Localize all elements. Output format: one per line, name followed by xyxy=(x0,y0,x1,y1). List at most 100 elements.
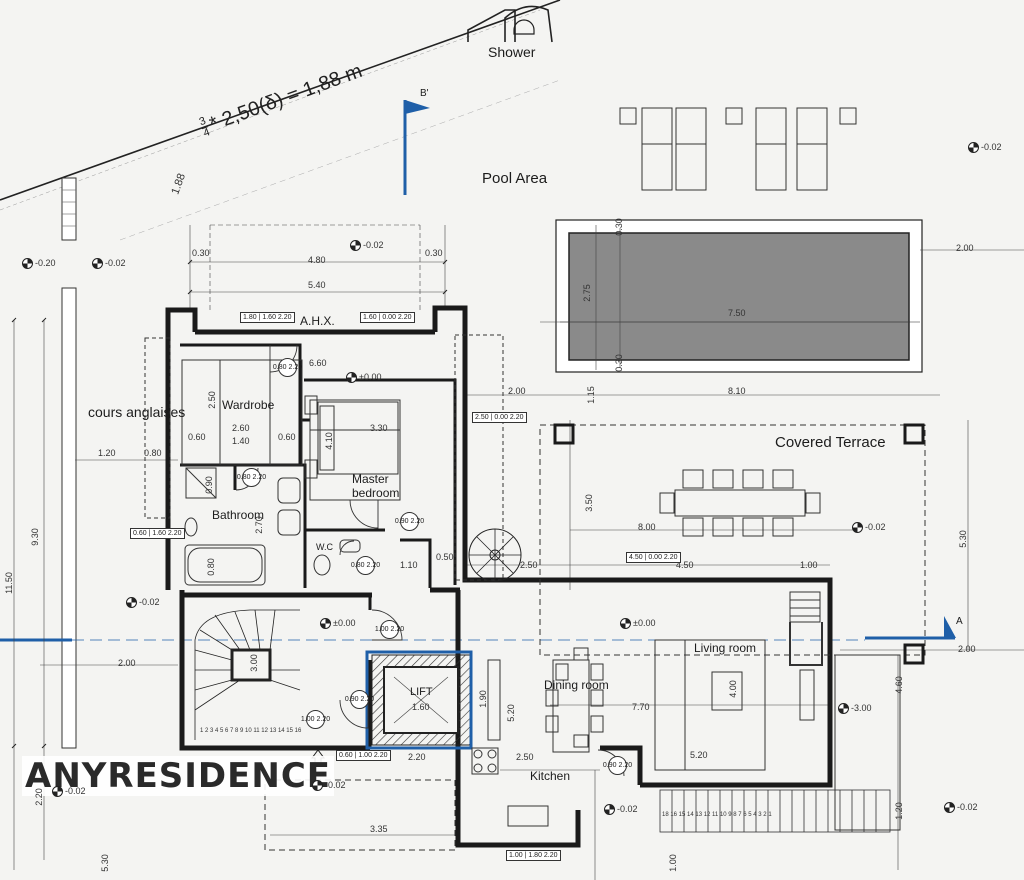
dim-label: 4.10 xyxy=(323,432,334,450)
dim-label: 0.30 xyxy=(425,248,443,258)
level-marker: -0.02 xyxy=(968,142,1002,153)
dim-label: 2.00 xyxy=(118,658,136,668)
bathroom-fixtures xyxy=(184,467,361,586)
level-marker: -0.02 xyxy=(604,804,638,815)
window-tag: 1.80 | 1.60 2.20 xyxy=(240,312,295,323)
property-boundary xyxy=(0,0,561,201)
door-tag: 0.90 2.20 xyxy=(345,690,374,709)
swimming-pool xyxy=(555,219,923,373)
room-label-ahx: A.H.X. xyxy=(300,314,335,328)
dimension-lines xyxy=(13,224,1024,880)
dim-label: 0.80 xyxy=(205,558,216,576)
room-label-wardrobe: Wardrobe xyxy=(222,398,275,412)
level-marker: -0.20 xyxy=(22,258,56,269)
terrace-columns xyxy=(553,423,925,665)
stair-step-numbers: 1 2 3 4 5 6 7 8 9 10 11 12 13 14 15 16 xyxy=(200,728,302,734)
thin-partitions xyxy=(144,334,926,851)
dim-label: 1.15 xyxy=(585,386,596,404)
dim-label: 2.75 xyxy=(581,284,592,302)
window-tag: 4.50 | 0.00 2.20 xyxy=(626,552,681,563)
dim-label: 1.20 xyxy=(98,448,116,458)
terrace-dining-table xyxy=(659,469,821,537)
section-label-a: A xyxy=(956,616,963,627)
level-marker: -0.02 xyxy=(852,522,886,533)
dim-label: 0.30 xyxy=(613,218,624,236)
dim-label: 1.40 xyxy=(232,436,250,446)
room-label-cours-anglaises: cours anglaises xyxy=(88,404,186,420)
dim-label: 2.20 xyxy=(408,752,426,762)
level-marker: ±0.00 xyxy=(620,618,655,629)
window-tag: 1.60 | 0.00 2.20 xyxy=(360,312,415,323)
door-tag: 1.00 2.20 xyxy=(301,710,330,729)
spiral-stair xyxy=(468,528,522,582)
window-tag: 1.00 | 1.80 2.20 xyxy=(506,850,561,861)
dim-label: 5.20 xyxy=(505,704,516,722)
door-tag: 0.90 2.20 xyxy=(603,756,632,775)
stair-step-numbers-exterior: 18 16 15 14 13 12 11 10 9 8 7 6 5 4 3 2 … xyxy=(662,812,772,818)
main-staircase xyxy=(194,609,301,740)
dim-label: 0.80 xyxy=(144,448,162,458)
door-tag: 1.00 2.20 xyxy=(375,620,404,639)
dim-label: 1.00 xyxy=(667,854,678,872)
dim-label: 2.00 xyxy=(508,386,526,396)
dim-label: 6.60 xyxy=(309,358,327,368)
section-marker-a xyxy=(0,616,956,642)
dim-label: 0.60 xyxy=(278,432,296,442)
dim-label: 1.00 xyxy=(800,560,818,570)
dim-label: 1.90 xyxy=(477,690,488,708)
dim-label: 4.60 xyxy=(893,676,904,694)
dim-label: 1.10 xyxy=(400,560,418,570)
dim-label: 2.50 xyxy=(520,560,538,570)
dim-label: 1.60 xyxy=(412,702,430,712)
dim-label: 8.00 xyxy=(638,522,656,532)
window-tag: 2.50 | 0.00 2.20 xyxy=(472,412,527,423)
level-marker: ±0.00 xyxy=(346,372,381,383)
dim-label: 2.00 xyxy=(958,644,976,654)
retaining-wall xyxy=(61,177,77,749)
door-tag: 0.80 2.20 xyxy=(273,358,302,377)
exterior-stairs xyxy=(659,789,891,833)
room-label-shower: Shower xyxy=(488,44,536,60)
room-label-living-room: Living room xyxy=(694,641,757,655)
dim-label: 0.30 xyxy=(192,248,210,258)
section-label-b: B' xyxy=(420,88,429,99)
room-label-master-bedroom: Master bedroom xyxy=(352,472,400,500)
room-label-dining-room: Dining room xyxy=(544,678,609,692)
dim-label: 5.20 xyxy=(690,750,708,760)
dim-label: 9.30 xyxy=(29,528,40,546)
outdoor-shower xyxy=(467,5,553,43)
door-swings xyxy=(235,344,625,777)
room-label-kitchen: Kitchen xyxy=(530,769,571,783)
door-tag: 0.80 2.20 xyxy=(237,468,266,487)
level-marker: -0.02 xyxy=(52,786,86,797)
dim-label: 2.20 xyxy=(33,788,44,806)
level-marker: -0.02 xyxy=(944,802,978,813)
dim-label: 3.50 xyxy=(583,494,594,512)
room-label-wc: W.C xyxy=(316,542,333,552)
window-tag: 0.60 | 1.60 2.20 xyxy=(130,528,185,539)
level-marker: -0.02 xyxy=(92,258,126,269)
dim-label: 7.50 xyxy=(728,308,746,318)
level-marker: -3.00 xyxy=(838,703,872,714)
dim-label: 1.20 xyxy=(893,802,904,820)
dim-label: 4.80 xyxy=(308,255,326,265)
window-tag: 0.60 | 1.00 2.20 xyxy=(336,750,391,761)
master-bed xyxy=(304,395,399,479)
level-marker: -0.02 xyxy=(126,597,160,608)
level-marker: -0.02 xyxy=(350,240,384,251)
sun-loungers xyxy=(619,107,857,191)
door-tag: 0.90 2.20 xyxy=(395,512,424,531)
dim-label: 0.60 xyxy=(188,432,206,442)
dim-label: 4.50 xyxy=(676,560,694,570)
dim-label: 0.30 xyxy=(613,354,624,372)
dim-label: 5.30 xyxy=(99,854,110,872)
dim-label: 3.30 xyxy=(370,423,388,433)
dim-label: 7.70 xyxy=(632,702,650,712)
room-label-pool-area: Pool Area xyxy=(482,170,548,187)
dim-label: 0.90 xyxy=(203,476,214,494)
level-marker: -0.02 xyxy=(312,780,346,791)
section-marker-b xyxy=(403,100,430,195)
dim-label: 11.50 xyxy=(3,572,14,594)
door-tag: 0.80 2.20 xyxy=(351,556,380,575)
